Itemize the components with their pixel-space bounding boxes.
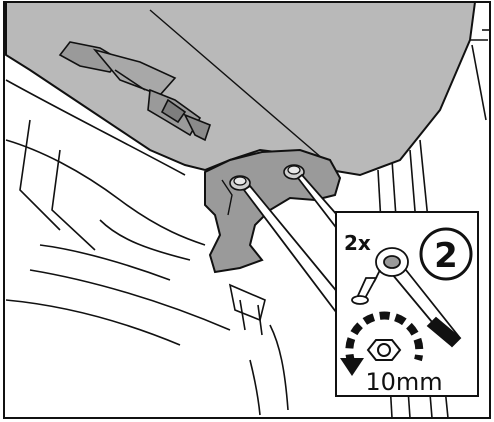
ratchet-wrench-icon	[373, 247, 462, 348]
bolt-size-label: 10mm	[365, 368, 442, 396]
step-number: 2	[434, 236, 458, 276]
socket-icon	[351, 277, 378, 305]
bolt-right	[283, 164, 305, 180]
counterclockwise-arrow-icon	[340, 311, 424, 376]
quantity-label: 2x	[344, 231, 371, 255]
panel-crease	[149, 9, 331, 166]
panel-clip	[58, 41, 211, 142]
callout-box: 2x 2 10mm	[335, 211, 479, 397]
chassis-lines	[5, 79, 289, 416]
hex-bolt-icon	[366, 339, 402, 361]
bolt-left	[229, 175, 251, 191]
step-number-badge-icon: 2	[419, 227, 473, 281]
bracket-edge	[221, 179, 233, 216]
